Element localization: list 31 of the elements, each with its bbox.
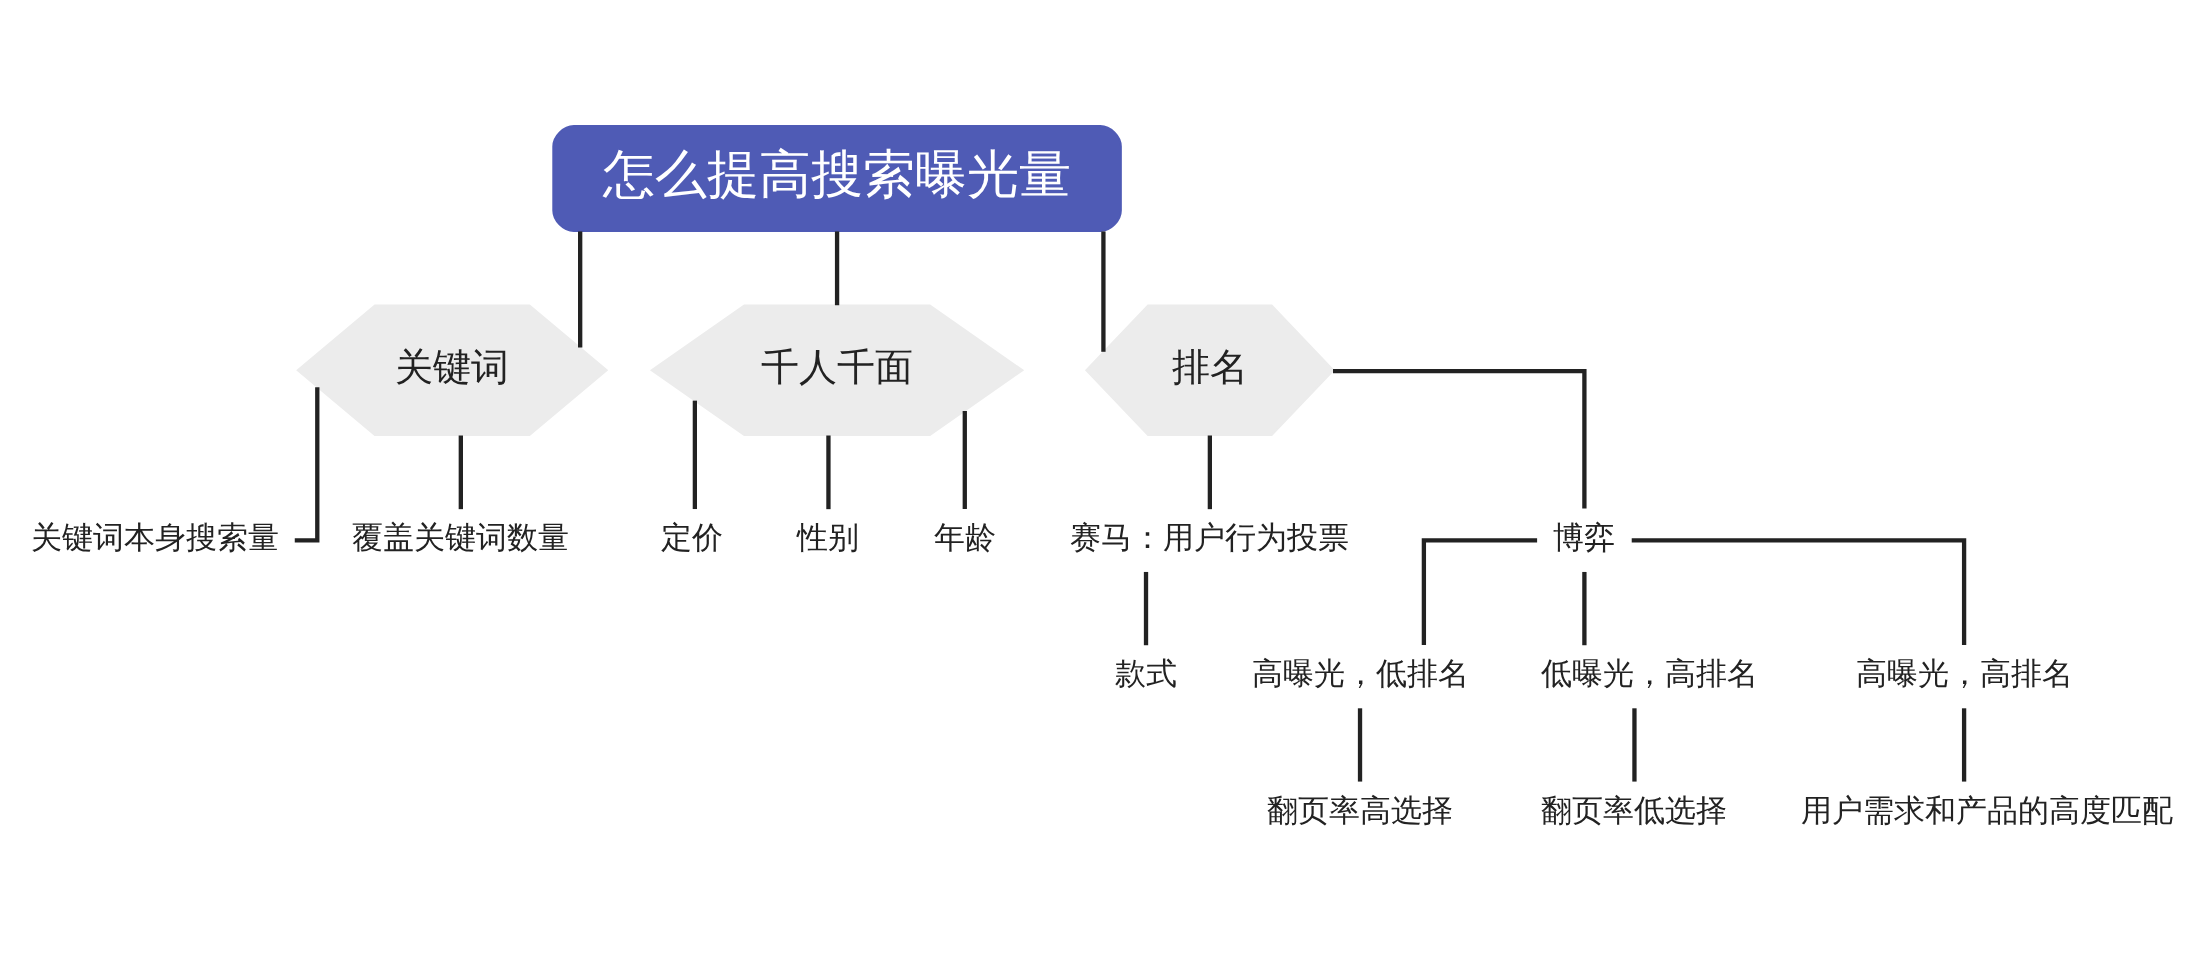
node-text: 年龄	[933, 518, 996, 555]
connector	[692, 400, 698, 510]
node-text: 高曝光，高排名	[1855, 655, 2073, 692]
node-box: 怎么提高搜索曝光量	[552, 125, 1122, 233]
connector	[1101, 231, 1106, 352]
node-text: 翻页率低选择	[1541, 791, 1728, 828]
connector	[1961, 708, 1967, 782]
connector	[1143, 571, 1149, 646]
connector	[834, 231, 840, 306]
node-text: 高曝光，低排名	[1251, 655, 1469, 692]
node-text: 博弈	[1553, 518, 1616, 555]
connector	[1421, 538, 1538, 646]
connector	[1631, 538, 1967, 646]
connector	[1357, 708, 1363, 782]
node-text: 翻页率高选择	[1267, 791, 1454, 828]
node-text: 低曝光，高排名	[1541, 655, 1759, 692]
connector	[1333, 369, 1587, 509]
node-text: 覆盖关键词数量	[352, 518, 570, 555]
node-text: 性别	[797, 518, 860, 555]
node-text: 用户需求和产品的高度匹配	[1800, 791, 2173, 828]
connector	[578, 231, 583, 348]
connector	[962, 411, 967, 509]
connector	[458, 435, 463, 510]
connector	[826, 435, 831, 510]
connector	[1582, 571, 1587, 646]
connector	[1207, 435, 1213, 510]
node-text: 款式	[1115, 655, 1178, 692]
node-text: 关键词本身搜索量	[31, 518, 280, 555]
connector	[1632, 708, 1637, 782]
node-text: 定价	[661, 518, 724, 555]
node-text: 赛马：用户行为投票	[1070, 518, 1350, 555]
